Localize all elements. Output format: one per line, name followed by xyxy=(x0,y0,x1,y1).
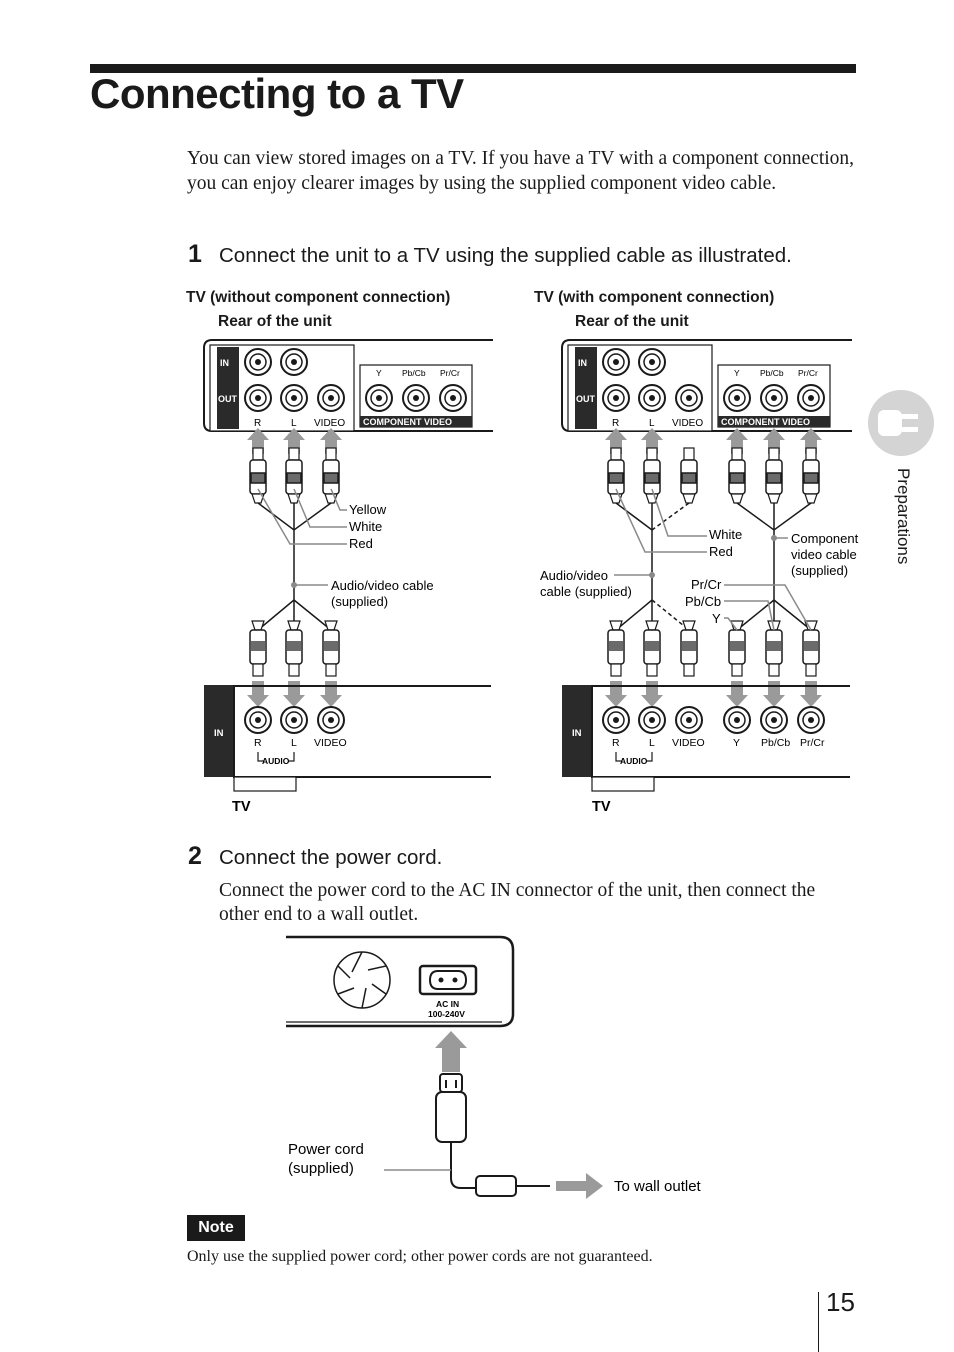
svg-text:Pr/Cr: Pr/Cr xyxy=(798,368,818,378)
svg-text:VIDEO: VIDEO xyxy=(672,737,705,749)
svg-text:Y: Y xyxy=(376,368,382,378)
right-heading: TV (with component connection) xyxy=(534,289,774,306)
step-1-number: 1 xyxy=(188,240,202,268)
power-cord-label-1: Power cord xyxy=(288,1141,364,1158)
title-rule xyxy=(90,64,856,73)
tv-connection-diagram: TV (without component connection) Rear o… xyxy=(186,289,859,815)
power-plug-icon xyxy=(435,1073,550,1197)
svg-text:L: L xyxy=(649,418,655,429)
page-title: Connecting to a TV xyxy=(90,70,464,117)
right-unit-rear-panel: IN OUT R L VIDEO Y Pb/Cb Pr/Cr COMPONENT… xyxy=(561,339,852,432)
right-red-label: Red xyxy=(709,544,733,559)
left-tv-panel: IN R L VIDEO AUDIO xyxy=(204,685,491,792)
svg-text:VIDEO: VIDEO xyxy=(672,418,703,429)
up-arrow-icon xyxy=(435,1031,467,1072)
right-tv-panel: IN R L VIDEO Y Pb/Cb Pr/Cr AUDIO xyxy=(562,685,850,792)
right-component-label-3: (supplied) xyxy=(791,563,848,578)
svg-text:VIDEO: VIDEO xyxy=(314,418,345,429)
svg-text:L: L xyxy=(291,737,297,749)
left-cable-label-1: Audio/video cable xyxy=(331,578,434,593)
wall-outlet-label: To wall outlet xyxy=(614,1178,702,1195)
step-1-text: Connect the unit to a TV using the suppl… xyxy=(219,244,792,267)
svg-text:IN: IN xyxy=(214,728,224,739)
right-tv-label: TV xyxy=(592,799,611,815)
ac-in-connector xyxy=(418,964,478,996)
svg-text:Y: Y xyxy=(733,737,740,749)
svg-text:Pr/Cr: Pr/Cr xyxy=(440,368,460,378)
page-number-rule xyxy=(818,1292,819,1352)
right-pb-label: Pb/Cb xyxy=(685,594,721,609)
svg-text:Pb/Cb: Pb/Cb xyxy=(760,368,784,378)
right-y-label: Y xyxy=(712,611,721,626)
step-2-number: 2 xyxy=(188,842,202,870)
svg-text:R: R xyxy=(612,418,619,429)
right-av-label-2: cable (supplied) xyxy=(540,584,632,599)
fan-icon xyxy=(333,951,391,1009)
right-component-label-1: Component xyxy=(791,531,859,546)
power-cord-diagram: AC IN 100-240V Power cord (supplied) To … xyxy=(286,935,702,1199)
svg-text:IN: IN xyxy=(220,358,229,368)
right-arrow-icon xyxy=(556,1173,603,1199)
svg-text:COMPONENT VIDEO: COMPONENT VIDEO xyxy=(363,417,452,427)
page-number: 15 xyxy=(826,1287,855,1317)
right-pr-label: Pr/Cr xyxy=(691,577,722,592)
svg-text:L: L xyxy=(649,737,655,749)
svg-text:R: R xyxy=(254,737,262,749)
right-av-label-1: Audio/video xyxy=(540,568,608,583)
left-heading: TV (without component connection) xyxy=(186,289,450,306)
note-badge: Note xyxy=(187,1215,245,1241)
svg-text:AUDIO: AUDIO xyxy=(262,756,290,766)
voltage-label: 100-240V xyxy=(428,1009,465,1019)
svg-text:OUT: OUT xyxy=(576,394,596,404)
svg-text:R: R xyxy=(254,418,261,429)
svg-text:IN: IN xyxy=(578,358,587,368)
svg-text:Pb/Cb: Pb/Cb xyxy=(402,368,426,378)
left-rear-label: Rear of the unit xyxy=(218,313,332,330)
side-tab-label: Preparations xyxy=(894,468,913,565)
left-red-label: Red xyxy=(349,536,373,551)
step-2-body: Connect the power cord to the AC IN conn… xyxy=(219,880,816,925)
svg-text:AUDIO: AUDIO xyxy=(620,756,648,766)
left-cable-label-2: (supplied) xyxy=(331,594,388,609)
power-cord-label-2: (supplied) xyxy=(288,1160,354,1177)
note-text: Only use the supplied power cord; other … xyxy=(187,1248,653,1265)
ac-in-label: AC IN xyxy=(436,999,459,1009)
plug-icon xyxy=(868,390,934,456)
right-white-label: White xyxy=(709,527,742,542)
svg-text:VIDEO: VIDEO xyxy=(314,737,347,749)
left-yellow-label: Yellow xyxy=(349,502,387,517)
left-white-label: White xyxy=(349,519,382,534)
svg-text:IN: IN xyxy=(572,728,582,739)
svg-text:Pr/Cr: Pr/Cr xyxy=(800,737,825,749)
svg-text:R: R xyxy=(612,737,620,749)
left-av-cable xyxy=(249,447,340,631)
svg-text:Y: Y xyxy=(734,368,740,378)
svg-text:OUT: OUT xyxy=(218,394,238,404)
right-component-label-2: video cable xyxy=(791,547,857,562)
svg-text:COMPONENT VIDEO: COMPONENT VIDEO xyxy=(721,417,810,427)
svg-text:Pb/Cb: Pb/Cb xyxy=(761,737,790,749)
intro-paragraph: You can view stored images on a TV. If y… xyxy=(187,148,855,194)
step-2-text: Connect the power cord. xyxy=(219,846,443,869)
left-unit-rear-panel: IN OUT R L VIDEO Y Pb/Cb Pr/Cr COMPONENT… xyxy=(203,339,493,432)
right-rear-label: Rear of the unit xyxy=(575,313,689,330)
svg-text:L: L xyxy=(291,418,297,429)
left-tv-label: TV xyxy=(232,799,251,815)
